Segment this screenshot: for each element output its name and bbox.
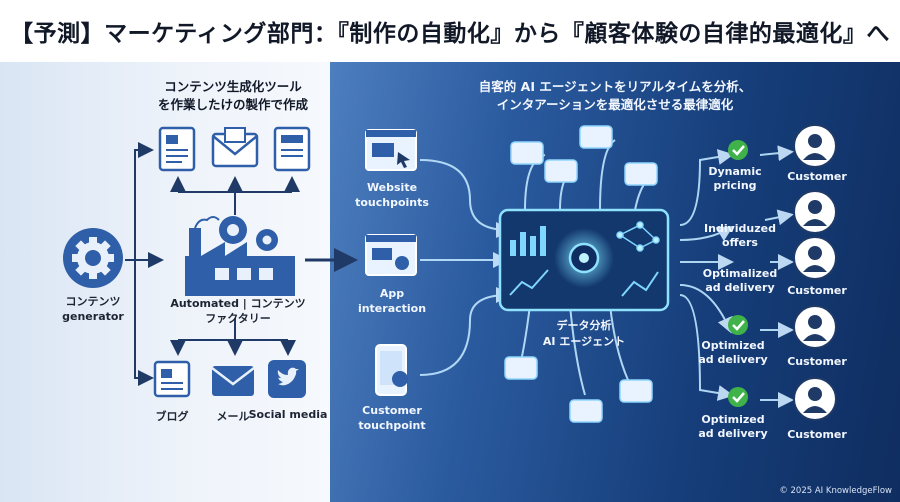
outcome-label-line2: ad delivery: [698, 427, 768, 440]
document-icon: [158, 126, 196, 172]
blog-label: ブログ: [155, 410, 189, 423]
line-chart-icon: [509, 269, 659, 297]
generator-label: コンテンツ generator: [62, 294, 124, 324]
mail-icon: [211, 127, 259, 168]
app-icon: [365, 234, 417, 276]
app-label-line2: interaction: [357, 302, 427, 315]
outcome-label-line2: ad delivery: [698, 353, 768, 366]
ai-agent-label: データ分析 AI エージェント: [543, 318, 625, 350]
check-icon: [728, 140, 748, 407]
website-label-line1: Website: [366, 181, 418, 194]
outcome-label: Optimized ad delivery: [698, 413, 767, 441]
customer-touchpoint-label-line1: Customer: [362, 404, 422, 417]
generator-label-line1: コンテンツ: [65, 295, 121, 308]
outcome-label-line1: Dynamic: [708, 165, 762, 178]
gear-icon: [63, 228, 123, 288]
right-connectors: [419, 139, 794, 408]
outcome-label-line1: Optimalized: [702, 267, 778, 280]
generator-label-line2: generator: [62, 310, 124, 323]
blog-icon: [153, 360, 191, 398]
outcome-label-line2: ad delivery: [705, 281, 775, 294]
customer-label: Customer: [787, 170, 847, 183]
person-icon: [803, 134, 827, 413]
factory-label-line1: Automated | コンテンツ: [170, 297, 306, 310]
left-caption-line2: を作業したけの製作で作成: [157, 97, 309, 112]
social-media-icon: [268, 360, 306, 398]
website-label: Website touchpoints: [355, 180, 429, 210]
ai-agent-label-line2: AI エージェント: [542, 335, 626, 348]
network-icon: [616, 221, 660, 252]
outcome-label: Optimized ad delivery: [698, 339, 767, 367]
bar-chart-icon: [510, 226, 546, 256]
customer-label: Customer: [787, 355, 847, 368]
document-icon: [273, 126, 311, 172]
factory-label: Automated | コンテンツ ファクタリー: [170, 296, 305, 326]
outcome-label-line2: offers: [722, 236, 758, 249]
mail-label: メール: [216, 410, 250, 423]
outcome-label-line1: Optimized: [701, 339, 765, 352]
right-caption-line2: インタアーションを最適化させる最律適化: [496, 97, 734, 112]
page-title: 【予測】マーケティング部門：『制作の自動化』から『顧客体験の自律的最適化』へ: [10, 21, 890, 47]
phone-icon: [375, 344, 408, 396]
customer-touchpoint-label: Customer touchpoint: [358, 403, 425, 433]
customer-touchpoint-label-line2: touchpoint: [358, 419, 426, 432]
outcome-label: Individuzed offers: [704, 222, 776, 250]
left-connectors: [92, 142, 358, 386]
outcome-label-line1: Optimized: [701, 413, 765, 426]
app-label-line1: App: [379, 287, 405, 300]
social-media-label: Social media: [248, 408, 328, 421]
customer-label: Customer: [787, 428, 847, 441]
copyright: © 2025 AI KnowledgeFlow: [779, 486, 892, 496]
app-label: App interaction: [358, 286, 426, 316]
website-icon: [365, 129, 417, 171]
outcome-label: Optimalized ad delivery: [703, 267, 777, 295]
customer-label: Customer: [787, 284, 847, 297]
left-caption: コンテンツ生成化ツール を作業したけの製作で作成: [158, 78, 308, 114]
left-caption-line1: コンテンツ生成化ツール: [164, 79, 302, 94]
chat-bubble-icon: [504, 125, 658, 423]
right-caption: 自客的 AI エージェントをリアルタイムを分析、 インタアーションを最適化させる…: [479, 78, 751, 114]
ai-agent-label-line1: データ分析: [556, 319, 612, 332]
outcome-label-line1: Individuzed: [704, 222, 776, 235]
outcome-label-line2: pricing: [713, 179, 757, 192]
website-label-line2: touchpoints: [355, 196, 429, 209]
mail-icon: [211, 366, 255, 396]
outcome-label: Dynamic pricing: [708, 165, 761, 193]
factory-label-line2: ファクタリー: [205, 312, 271, 325]
factory-icon: [185, 216, 295, 296]
right-caption-line1: 自客的 AI エージェントをリアルタイムを分析、: [478, 79, 752, 94]
